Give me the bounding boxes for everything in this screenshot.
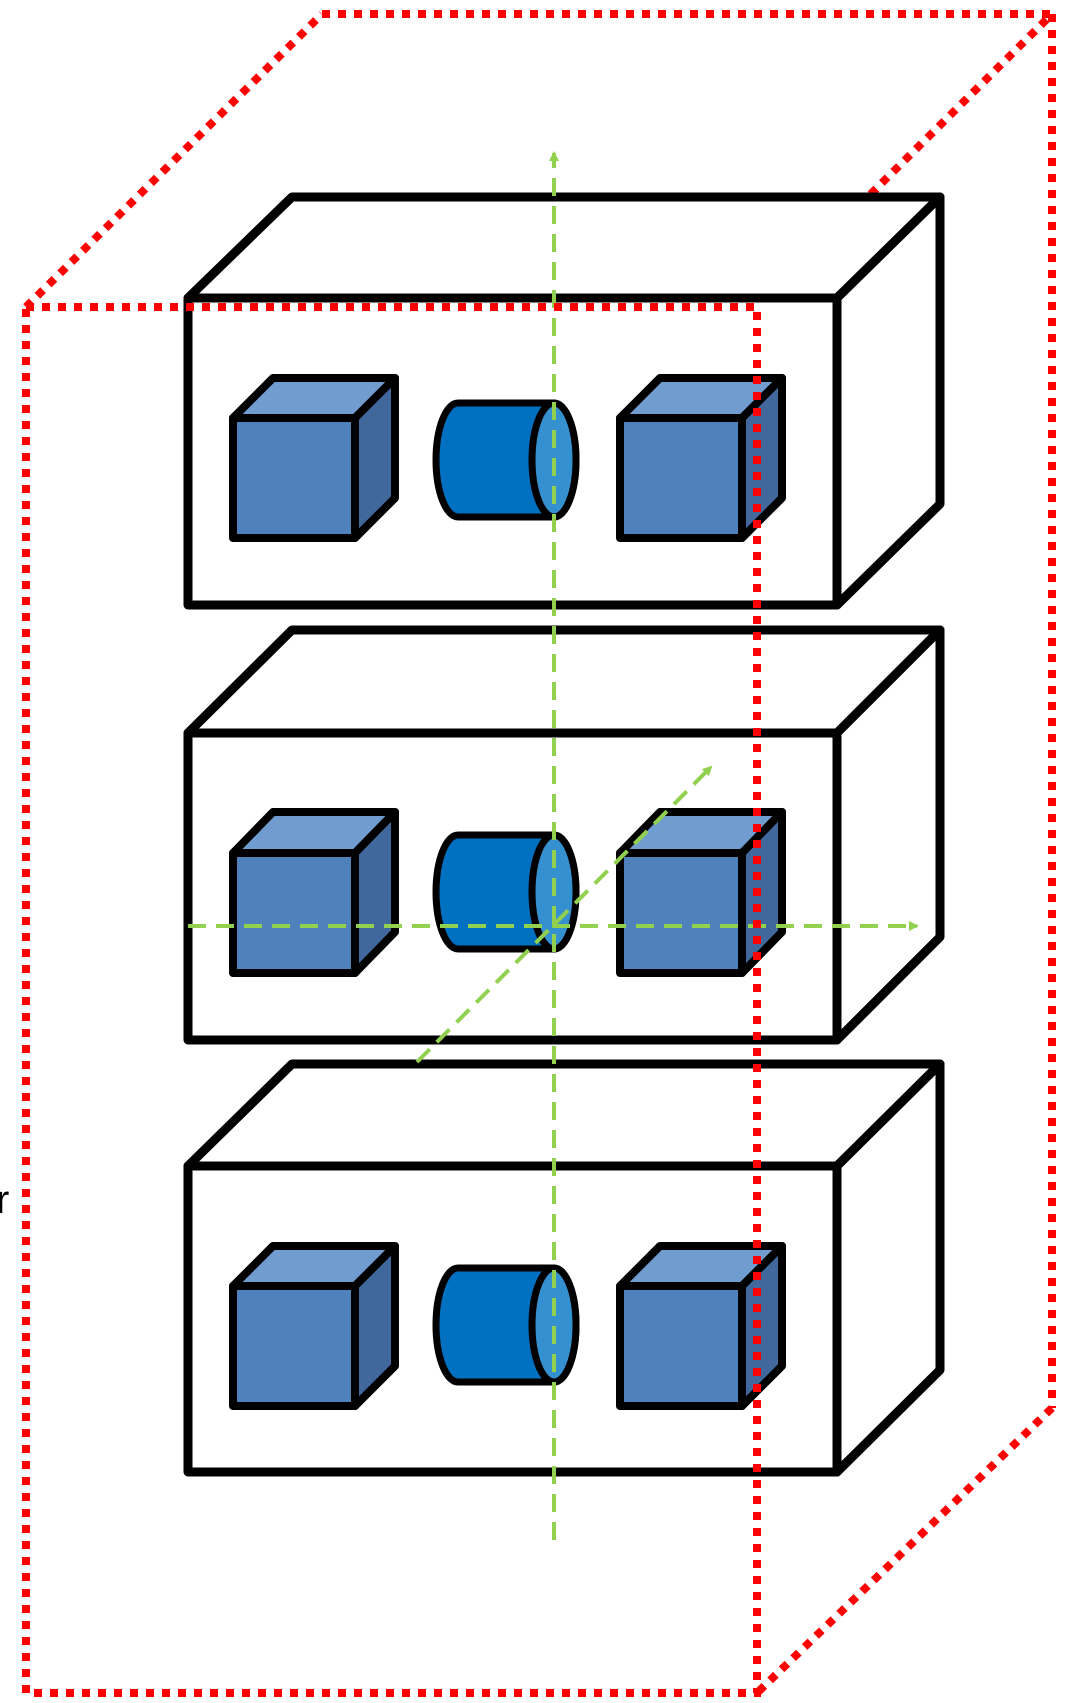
partial-label-text: r xyxy=(0,1178,10,1222)
cube-left xyxy=(229,1242,399,1410)
module-top-face xyxy=(183,192,945,303)
depth-axis xyxy=(415,765,713,1064)
module-top-face xyxy=(183,1059,945,1171)
cube-left xyxy=(229,808,399,977)
bottom-module xyxy=(183,1059,945,1477)
axes xyxy=(188,151,919,1540)
cube-right xyxy=(616,374,786,542)
cube-left xyxy=(229,374,399,542)
cube-right xyxy=(616,808,786,977)
cube-right xyxy=(616,1242,786,1410)
cylinder xyxy=(432,1264,580,1386)
bounding-box-front xyxy=(22,303,761,1697)
top-module xyxy=(183,192,945,610)
module-top-face xyxy=(183,625,945,738)
middle-module xyxy=(183,625,945,1045)
